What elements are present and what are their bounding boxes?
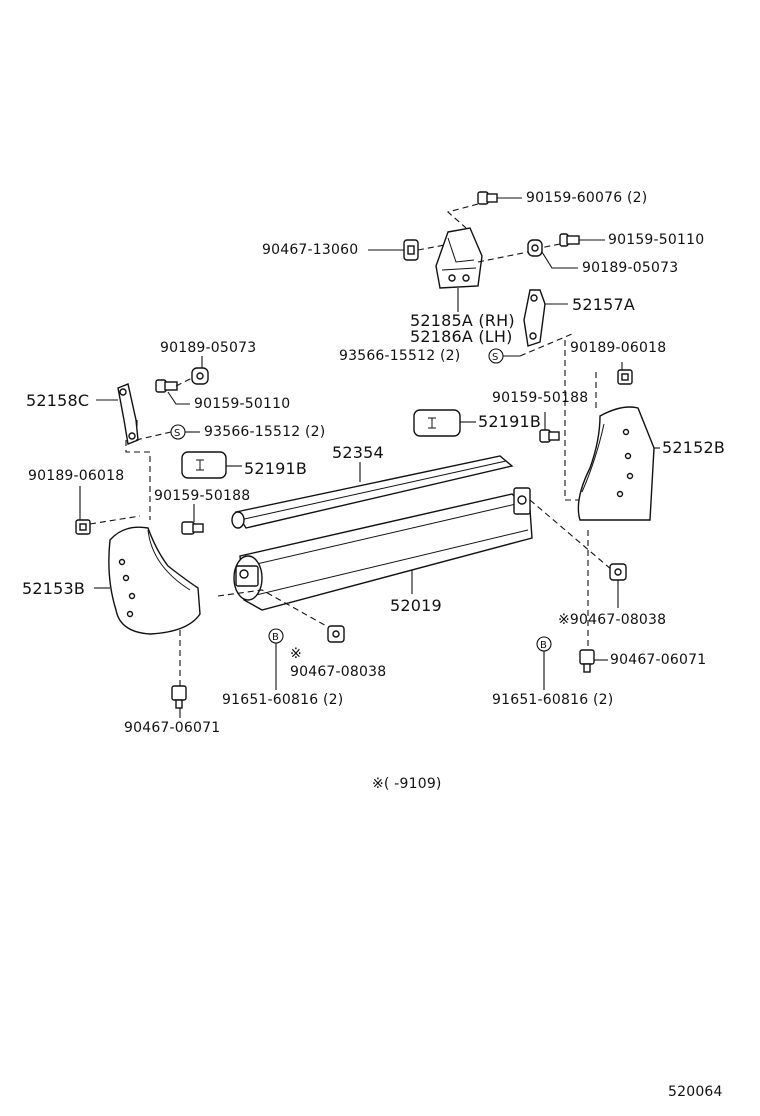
label-52158c: 52158C [26,391,90,410]
note-date-range: ※( -9109) [372,776,442,792]
pad-52191b-left [181,451,227,479]
moulding-52354 [231,455,514,529]
cover-52019 [233,487,533,611]
symbol-b-text-left: B [272,632,279,643]
label-52152b: 52152B [662,438,726,457]
label-52191b-left: 52191B [244,459,308,478]
label-90189-06018-right: 90189-06018 [570,340,667,356]
bolt-90159-50110-left [155,379,178,393]
symbol-s-left: S [170,424,186,440]
label-note-mark-left: ※ [290,646,302,662]
label-90467-08038-right: ※90467-08038 [558,612,667,628]
label-52186a: 52186A (LH) [410,327,513,346]
label-91651-60816-left: 91651-60816 (2) [222,692,344,708]
bolt-90159-50188-left [181,521,204,535]
label-52354: 52354 [332,443,384,462]
clip-90467-08038-left [327,625,345,643]
clip-90467-08038-right [609,563,627,581]
symbol-s-right: S [488,348,504,364]
label-91651-60816-right: 91651-60816 (2) [492,692,614,708]
label-90467-08038-left: 90467-08038 [290,664,387,680]
stay-52158c [117,383,139,445]
bolt-90159-50188-right [539,429,560,443]
symbol-s-text-left: S [174,428,180,439]
label-52157a: 52157A [572,295,636,314]
symbol-b-right: B [536,636,552,652]
mudguard-52152b [577,406,655,521]
label-90467-06071-left: 90467-06071 [124,720,221,736]
stay-52157a [523,289,546,347]
pad-52191b-right [413,409,461,437]
label-93566-15512-left: 93566-15512 (2) [204,424,326,440]
label-93566-15512-right: 93566-15512 (2) [339,348,461,364]
symbol-b-left: B [268,628,284,644]
symbol-s-text: S [492,352,498,363]
label-52019: 52019 [390,596,442,615]
label-52191b-right: 52191B [478,412,542,431]
label-90189-05073-left: 90189-05073 [160,340,257,356]
label-90159-50110-top: 90159-50110 [608,232,705,248]
nut-90189-05073-top [527,239,543,257]
label-90159-50188-left: 90159-50188 [154,488,251,504]
figure-number: 520064 [668,1084,723,1100]
label-90189-05073-top: 90189-05073 [582,260,679,276]
bolt-90159-60076 [477,191,498,205]
nut-90189-06018-right [617,369,633,385]
symbol-b-text-right: B [540,640,547,651]
label-52185a: 52185A (RH) [410,311,515,330]
screw-90467-06071-right [579,649,595,673]
label-90467-13060: 90467-13060 [262,242,359,258]
screw-90467-06071-left [171,685,187,709]
bracket-52185a [435,227,483,289]
label-90159-60076: 90159-60076 (2) [526,190,648,206]
nut-90189-06018-left [75,519,91,535]
clip-90467-13060 [403,239,419,261]
bolt-90159-50110-top [559,233,580,247]
label-90159-50110-left: 90159-50110 [194,396,291,412]
nut-90189-05073-left [191,367,209,385]
label-90159-50188-right: 90159-50188 [492,390,589,406]
label-52153b: 52153B [22,579,86,598]
label-90467-06071-right: 90467-06071 [610,652,707,668]
mudguard-52153b [108,526,201,635]
label-90189-06018-left: 90189-06018 [28,468,125,484]
